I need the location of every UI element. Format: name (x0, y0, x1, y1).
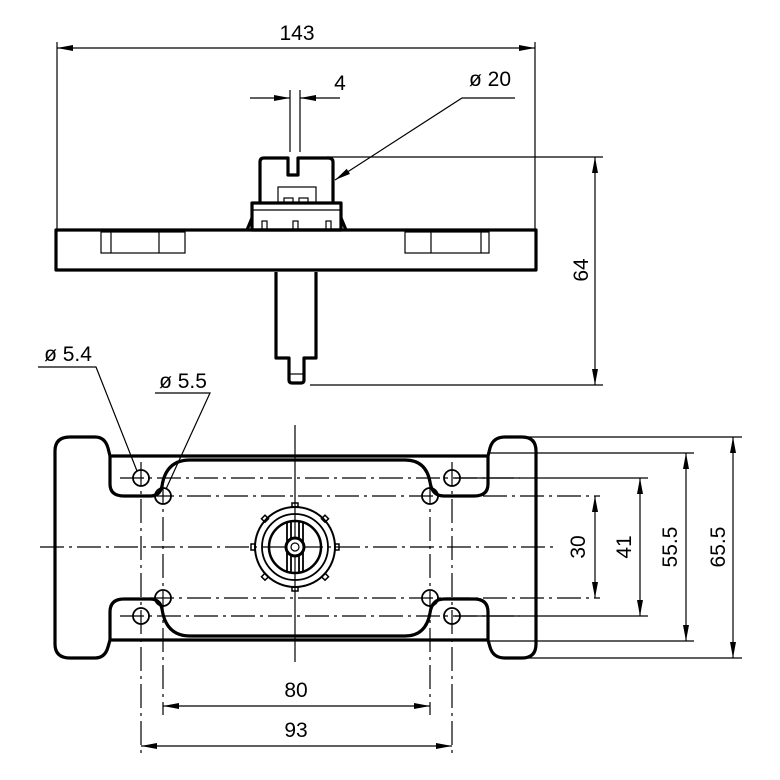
connector-body (258, 156, 335, 203)
dimension-55-5: 55.5 (490, 452, 694, 642)
dimension-label: ø 5.4 (44, 343, 92, 366)
dimension-label: 30 (567, 535, 590, 558)
dimension-label: 65.5 (707, 527, 730, 568)
dimension-80: 80 (163, 679, 430, 709)
flange-pins (261, 220, 332, 231)
base-plate (54, 228, 538, 272)
mounting-holes-5-5 (154, 487, 439, 607)
connector-tabs (250, 502, 340, 592)
dimension-30: 30 (567, 496, 598, 598)
dimension-label: ø 5.5 (159, 370, 207, 393)
top-view: ø 5.4 ø 5.5 80 93 30 41 (38, 343, 742, 755)
dimension-143: 143 (56, 22, 536, 230)
center-connector (250, 502, 340, 592)
dimension-label: 41 (613, 535, 636, 558)
dimension-93: 93 (141, 719, 452, 749)
dimension-label: ø 20 (469, 68, 511, 91)
side-view: 143 4 ø 20 64 (54, 22, 603, 386)
dimension-64: 64 (310, 156, 603, 386)
housing-inner-outline (108, 456, 490, 640)
mounting-holes-5-4 (132, 469, 461, 625)
right-pocket (404, 231, 490, 254)
dimension-diameter-5-5: ø 5.5 (155, 370, 211, 490)
shaft (274, 272, 318, 385)
dimension-label: 143 (279, 22, 314, 45)
centerlines (40, 425, 600, 755)
dimension-41: 41 (455, 477, 648, 617)
left-pocket (100, 231, 186, 254)
dimension-label: 4 (334, 72, 346, 95)
dimension-4: 4 (250, 72, 346, 152)
dimension-label: 80 (284, 679, 307, 702)
dimension-65-5: 65.5 (518, 436, 742, 659)
dimension-diameter-5-4: ø 5.4 (38, 343, 138, 472)
dimension-diameter-20: ø 20 (334, 68, 515, 181)
dimension-label: 55.5 (659, 527, 682, 568)
flange-chamfer (245, 217, 348, 231)
dimension-label: 64 (570, 258, 593, 282)
dimension-label: 93 (284, 719, 307, 742)
connector-flange (250, 201, 343, 232)
